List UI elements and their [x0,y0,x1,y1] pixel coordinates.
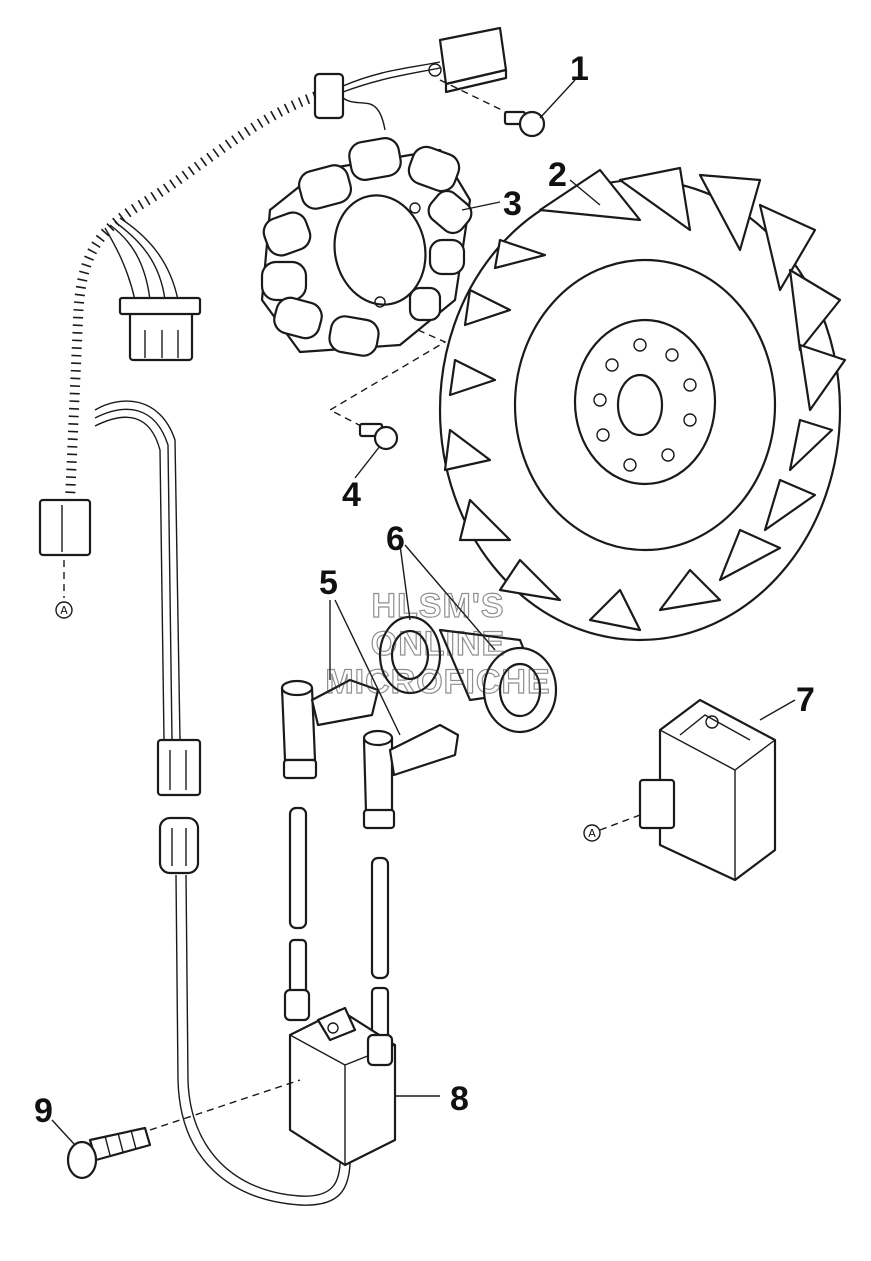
callout-3: 3 [503,185,522,223]
flywheel [438,166,847,642]
stator-screw [358,422,399,451]
ignition-coil [283,988,397,1167]
callout-9: 9 [34,1092,53,1130]
callout-7: 7 [796,681,815,719]
stator-assembly [260,137,473,429]
watermark: HLSM'S ONLINE MICROFICHE [325,586,551,701]
watermark-line-3: MICROFICHE [325,663,550,701]
coil-mounting-bolt [66,1079,301,1180]
reference-mark-left-label: A [60,604,68,617]
leader-lines [51,79,796,1146]
callout-4: 4 [342,476,361,514]
callout-5: 5 [319,564,338,602]
cdi-module [599,698,777,882]
watermark-line-2: ONLINE [371,625,505,663]
high-tension-leads [288,806,390,1040]
reference-mark-left: A [55,601,73,619]
callout-2: 2 [548,156,567,194]
watermark-line-1: HLSM'S [371,587,504,625]
callout-8: 8 [450,1080,469,1118]
spark-plug-caps [280,678,460,830]
reference-mark-right: A [583,824,601,842]
callout-6: 6 [386,520,405,558]
reference-mark-right-label: A [588,827,596,840]
wire-harness [38,26,508,1206]
rubber-seals [378,615,558,734]
connector-screw [439,79,546,138]
callout-1: 1 [570,50,589,88]
